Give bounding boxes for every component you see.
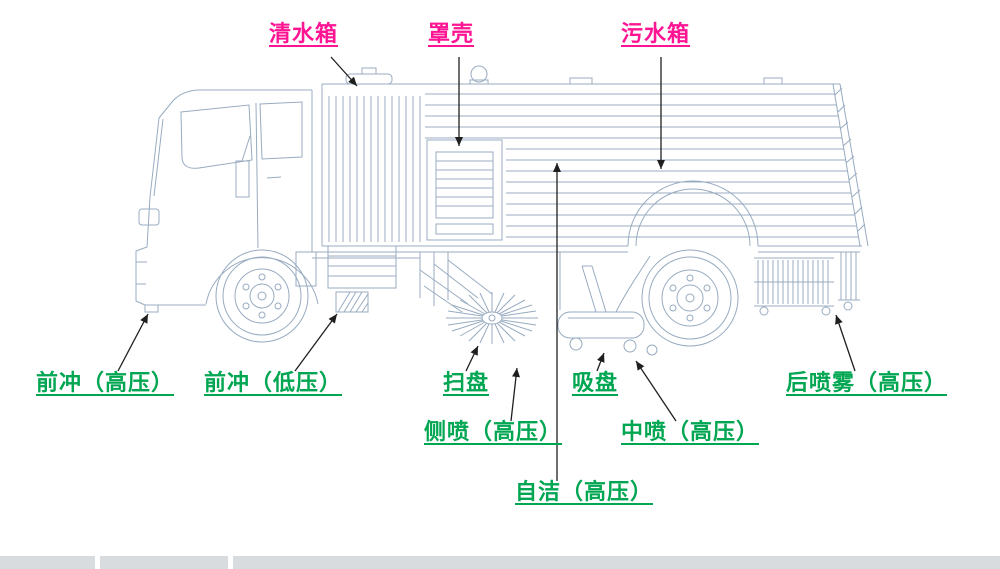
arrow-rear-spray-high (835, 314, 856, 372)
label-front-flush-low: 前冲（低压） (204, 371, 343, 396)
chassis (312, 245, 840, 313)
label-side-spray-high: 侧喷（高压） (424, 420, 563, 445)
toolbox (327, 245, 397, 289)
bottom-edge-strip (0, 556, 1000, 569)
label-front-flush-high: 前冲（高压） (36, 371, 175, 396)
suction-nozzle (557, 252, 658, 356)
label-sweep-disc: 扫盘 (443, 371, 490, 396)
grille (435, 151, 494, 219)
door-seam (255, 102, 259, 249)
label-suction-plate: 吸盘 (572, 371, 619, 396)
cab-window (180, 104, 253, 169)
label-clean-water-tank: 清水箱 (269, 22, 339, 47)
headlight (138, 208, 160, 226)
front-wheel (215, 249, 309, 343)
label-rear-spray-high: 后喷雾（高压） (786, 371, 948, 396)
label-sewage-tank: 污水箱 (621, 22, 691, 47)
truck-drawing (135, 65, 869, 356)
arrow-clean-water-tank (330, 56, 358, 87)
label-self-clean-high: 自洁（高压） (515, 480, 654, 505)
manhole (345, 73, 393, 85)
callout-arrows (117, 56, 856, 481)
sweep-equipment (419, 252, 658, 356)
door-handle (266, 176, 282, 179)
label-mid-spray-high: 中喷（高压） (621, 420, 760, 445)
rear-slope-hatch (834, 87, 866, 232)
arrow-front-flush-low (294, 313, 338, 372)
tank-body (321, 65, 869, 247)
mudflap (335, 291, 369, 313)
rear-slope (832, 83, 869, 247)
mirror (235, 160, 250, 198)
strip-gap (228, 556, 233, 569)
arrow-mid-spray-high (635, 360, 677, 422)
cab (135, 89, 319, 313)
arrow-front-flush-high (117, 313, 149, 372)
front-section-hatch (328, 96, 421, 242)
rear-wheel (641, 249, 739, 347)
label-cover-shell: 罩壳 (428, 22, 475, 47)
rear-spray-unit (754, 251, 860, 316)
arrow-suction-plate (596, 352, 605, 372)
arrow-side-spray-high (510, 367, 520, 422)
front-nozzle (144, 304, 159, 313)
rear-wheel-arch (627, 180, 759, 247)
cab-rear-window (259, 101, 303, 160)
tank-ribs (425, 93, 859, 238)
top-cap (470, 65, 488, 83)
sweep-brush (446, 292, 538, 344)
front-wheel-arch (205, 257, 319, 305)
cover-shell-housing (426, 139, 503, 241)
arrow-sweep-disc (465, 345, 479, 372)
strip-gap (95, 556, 100, 569)
